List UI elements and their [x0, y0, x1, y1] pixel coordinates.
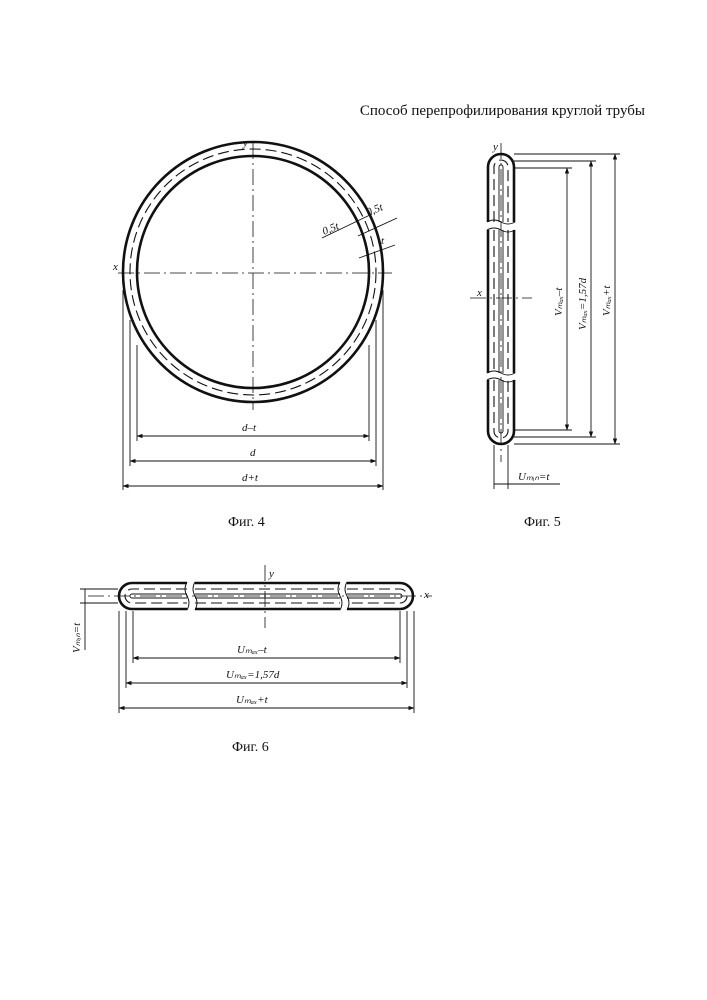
- fig4-leader-t: [359, 245, 395, 258]
- fig4-axis-x-label: x: [112, 261, 118, 273]
- fig4-label-d-plus-t: d+t: [242, 472, 259, 484]
- fig6-axis-y-label: y: [268, 568, 274, 580]
- fig5-label-vmax: Vₘₐₓ=1,57d: [577, 277, 589, 330]
- fig5-label-umin: Uₘᵢₙ=t: [518, 471, 550, 483]
- fig4-caption: Фиг. 4: [228, 515, 265, 530]
- fig6-label-umax-plus-t: Uₘₐₓ+t: [236, 694, 269, 706]
- fig5-caption: Фиг. 5: [524, 515, 561, 530]
- fig6-axis-x-label: x: [423, 589, 429, 601]
- fig4-label-d-minus-t: d–t: [242, 422, 257, 434]
- fig4-label-half-t-2: 0,5t: [365, 201, 386, 219]
- fig4-label-t: t: [381, 235, 385, 247]
- fig4-round-pipe: y x 0,5t 0,5t t d–t d d+t Фиг. 4: [112, 137, 397, 530]
- fig5-label-vmax-plus-t: Vₘₐₓ+t: [601, 285, 613, 316]
- fig6-label-umax-minus-t: Uₘₐₓ–t: [237, 644, 268, 656]
- fig4-label-half-t-1: 0,5t: [321, 220, 342, 238]
- fig5-axis-x-label: x: [476, 287, 482, 299]
- fig5-label-vmax-minus-t: Vₘₐₓ–t: [553, 287, 565, 316]
- fig6-caption: Фиг. 6: [232, 740, 269, 755]
- fig5-vertical-profile: y x Vₘₐₓ–t Vₘₐₓ=1,57d Vₘₐₓ+t Uₘᵢₙ=t Фиг.…: [470, 141, 620, 530]
- fig6-label-vmin: Vₘᵢₙ=t: [71, 622, 83, 653]
- fig5-axis-y-label: y: [492, 141, 498, 153]
- fig6-label-umax: Uₘₐₓ=1,57d: [226, 669, 280, 681]
- fig4-axis-y-label: y: [242, 137, 248, 149]
- fig6-break-2a: [338, 582, 342, 610]
- fig6-horizontal-profile: y x Vₘᵢₙ=t Uₘₐₓ–t Uₘₐₓ=1,57d Uₘₐₓ+t Фиг.…: [71, 565, 432, 755]
- fig4-label-d: d: [250, 447, 256, 459]
